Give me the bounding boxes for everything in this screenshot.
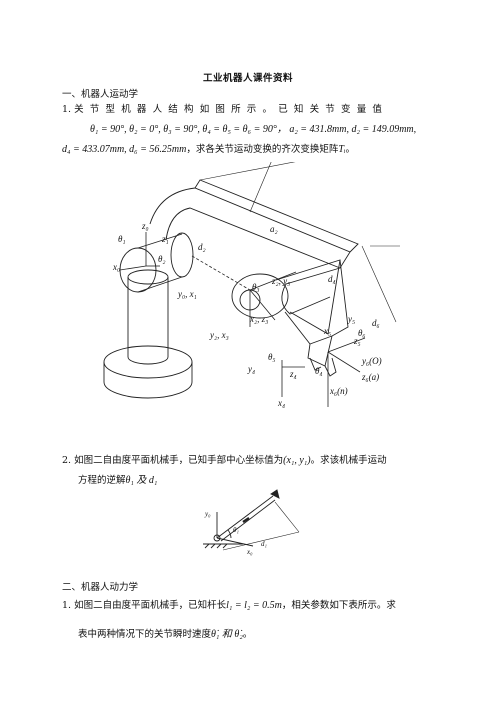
label-y5: y₅ <box>347 314 355 324</box>
label-z6: z₆(a) <box>361 372 379 382</box>
question-1-1-text: 1. 关节型机器人结构如图所示。已知关节变量值 <box>62 101 388 115</box>
question-text-b: 。求该机械手运动 <box>310 455 387 466</box>
question-end: 。 <box>345 144 356 155</box>
question-text-c: 方程的逆解 <box>78 475 126 486</box>
label-d6: d₆ <box>372 318 380 328</box>
section-heading-dynamics: 二、机器人动力学 <box>62 582 139 593</box>
label-z5: z₅ <box>353 336 361 346</box>
label-x0: x₀ <box>246 548 253 556</box>
question-2-1-line2: 表中两种情况下的关节瞬时速度θ̇₁ 和 θ̇₂。 <box>78 625 252 640</box>
question-text: 关节型机器人结构如图所示。已知关节变量值 <box>74 104 389 115</box>
label-z1: z₁ <box>161 234 169 244</box>
label-z2y3: z₂, y₃ <box>271 276 290 286</box>
document-title: 工业机器人课件资料 <box>202 73 293 84</box>
link-lengths: l₁ = l₂ = 0.5m <box>226 600 282 611</box>
question-text-c: 表中两种情况下的关节瞬时速度 <box>78 629 212 640</box>
planar-manipulator-figure: y₀ x₀ θ₁ d₁ <box>203 489 300 556</box>
label-theta4: θ₄ <box>315 366 323 376</box>
label-theta3: θ₃ <box>252 282 260 292</box>
label-y6: y₆(O) <box>361 356 382 366</box>
label-theta1: θ₁ <box>118 234 126 244</box>
matrix-var: Tᵢ <box>338 144 346 155</box>
label-x6: x₆(n) <box>329 386 348 396</box>
joint-params-d: d₄ = 433.07mm, d₆ = 56.25mm <box>62 144 187 155</box>
label-theta6: θ₆ <box>358 328 366 338</box>
question-end: 。 <box>242 629 253 640</box>
question-text: 如图二自由度平面机械手，已知杆长 <box>74 600 227 611</box>
question-tail: ，求各关节运动变换的齐次变换矩阵 <box>186 144 339 155</box>
question-1-2-line1: 2. 如图二自由度平面机械手，已知手部中心坐标值为(x₁, y₁)。求该机械手运… <box>62 452 387 466</box>
joint-params-line2: d₄ = 433.07mm, d₆ = 56.25mm，求各关节运动变换的齐次变… <box>62 141 355 155</box>
label-d4: d₄ <box>328 274 336 284</box>
inverse-vars: θ₁ 及 d₁ <box>125 475 158 486</box>
question-2-1-line1: 1. 如图二自由度平面机械手，已知杆长l₁ = l₂ = 0.5m，相关参数如下… <box>62 597 396 611</box>
hand-coord: (x₁, y₁) <box>283 455 311 466</box>
label-y0x1: y₀, x₁ <box>177 289 197 299</box>
section-heading-kinematics: 一、机器人运动学 <box>62 89 139 100</box>
label-d1: d₁ <box>261 540 267 548</box>
label-z0: z₀ <box>141 221 149 231</box>
question-1-2-line2: 方程的逆解θ₁ 及 d₁ <box>78 471 157 486</box>
question-number: 1. <box>62 600 72 611</box>
question-number: 1. <box>62 104 72 115</box>
label-x5: x₅ <box>323 326 331 336</box>
label-x4: x₄ <box>277 398 285 408</box>
label-theta1: θ₁ <box>233 526 239 534</box>
label-y4: y₄ <box>247 364 255 374</box>
label-x2z3: x₂, z₃ <box>249 314 268 324</box>
label-theta5: θ₅ <box>268 352 276 362</box>
question-text: 如图二自由度平面机械手，已知手部中心坐标值为 <box>74 455 284 466</box>
robot-arm-figure: θ₁ z₀ z₁ x₀ θ₂ d₂ y₀, x₁ a₂ z₂, y₃ d₄ θ₃… <box>103 162 400 408</box>
question-number: 2. <box>62 455 72 466</box>
joint-params-line1: θ₁ = 90°, θ₂ = 0°, θ₃ = 90°, θ₄ = θ₅ = θ… <box>90 124 417 135</box>
label-a2: a₂ <box>270 224 278 234</box>
label-d2: d₂ <box>198 242 206 252</box>
label-y2x3: y₂, x₃ <box>209 330 229 340</box>
label-x0: x₀ <box>112 262 120 272</box>
label-y0: y₀ <box>204 510 211 518</box>
question-text-b: ，相关参数如下表所示。求 <box>281 600 396 611</box>
label-z4: z₄ <box>289 369 297 379</box>
joint-velocity-vars: θ̇₁ 和 θ̇₂ <box>211 629 243 640</box>
label-theta2: θ₂ <box>158 254 166 264</box>
